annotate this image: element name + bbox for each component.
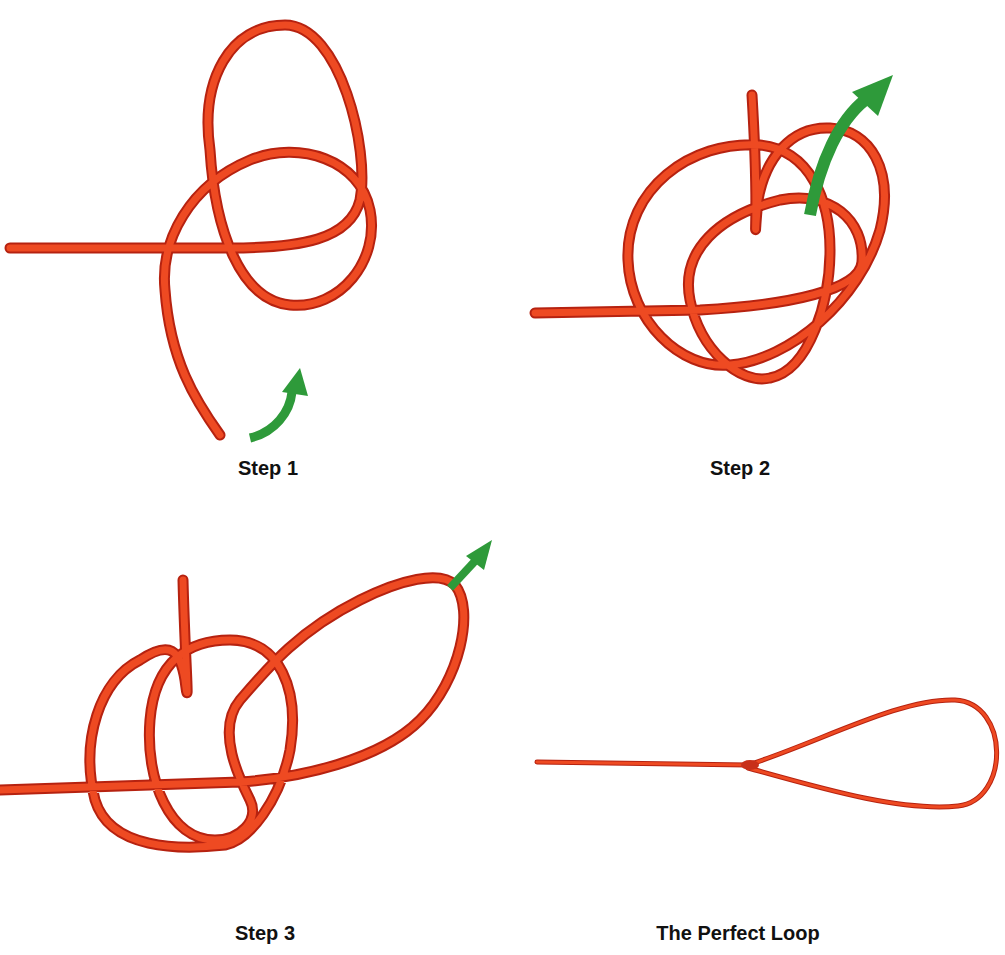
step-caption: Step 3 (235, 922, 295, 945)
step-caption: The Perfect Loop (656, 922, 819, 945)
step-caption: Step 2 (710, 457, 770, 480)
direction-arrow (250, 75, 893, 588)
step-caption: Step 1 (238, 457, 298, 480)
